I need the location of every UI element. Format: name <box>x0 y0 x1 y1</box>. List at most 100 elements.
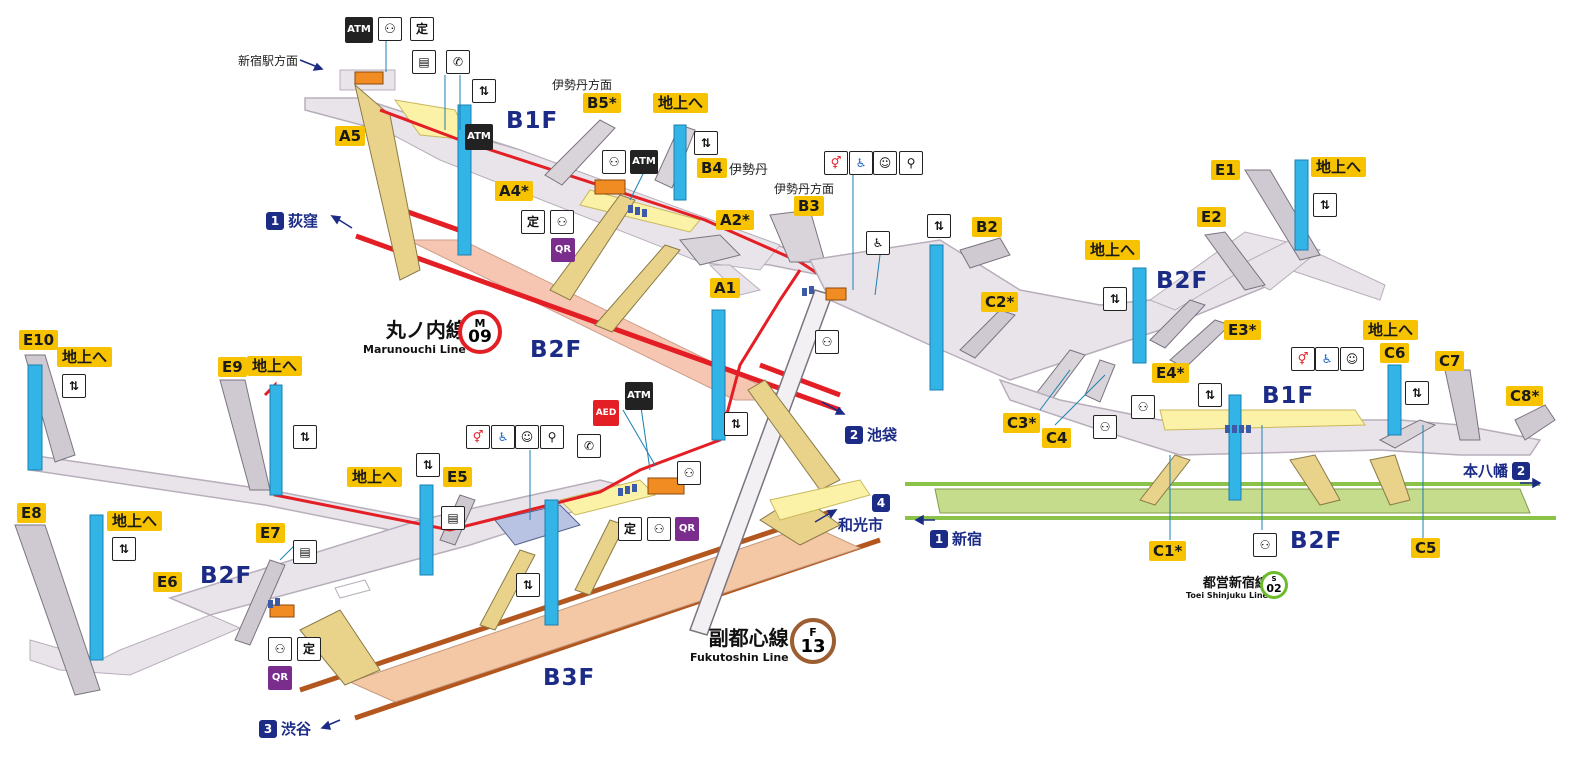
ticket-office-icon: ⚇ <box>647 517 671 541</box>
restroom-icon: ⚥ <box>466 425 490 449</box>
elevator-icon: ⇅ <box>1103 287 1127 311</box>
elevator-icon: ⇅ <box>1405 381 1429 405</box>
restroom-icon: ⚥ <box>824 151 848 175</box>
fukutoshin-en: Fukutoshin Line <box>690 651 789 664</box>
exit-c3: C3* <box>1003 413 1041 433</box>
to-ground-e3: 地上へ <box>1085 240 1141 260</box>
dir-ikebukuro-label: 池袋 <box>867 426 898 444</box>
qr-icon: QR <box>268 666 292 690</box>
gate-area-b1f-right <box>1159 409 1366 431</box>
ticket-office-icon: ⚇ <box>815 330 839 354</box>
exit-e9: E9 <box>218 357 247 377</box>
elevator-e8 <box>89 514 104 661</box>
qr-icon: QR <box>675 517 699 541</box>
exit-e6: E6 <box>153 572 182 592</box>
exit-c6: C6 <box>1380 343 1410 363</box>
stairs-platform-b3f <box>769 479 871 521</box>
stairs-b3f-a <box>479 549 536 631</box>
stairs-c8 <box>1514 404 1556 441</box>
ticket-office-icon: ⚇ <box>677 461 701 485</box>
floor-b2f-right-top: B2F <box>1156 268 1209 294</box>
marunouchi-en: Marunouchi Line <box>363 343 466 356</box>
ticket-machine-a5 <box>354 71 384 85</box>
dir-wakoshi: 4 和光市 <box>838 494 890 535</box>
atm-icon: ATM <box>345 17 373 43</box>
label-isetan-dir-1: 伊勢丹方面 <box>552 78 613 92</box>
gate-area-b2f-left <box>559 479 656 516</box>
marunouchi-badge: M 09 <box>458 310 502 354</box>
exit-c8: C8* <box>1506 386 1544 406</box>
ticket-machine-b2f-left <box>647 477 685 495</box>
dir-shibuya-label: 渋谷 <box>281 720 312 738</box>
elevator-icon: ⇅ <box>927 214 951 238</box>
to-ground-c6: 地上へ <box>1363 320 1419 340</box>
elevator-icon: ⇅ <box>1313 193 1337 217</box>
shinjuku-line-jp: 都営新宿線 <box>1202 576 1268 591</box>
stairs-a5 <box>354 83 421 281</box>
to-ground-e10: 地上へ <box>57 347 113 367</box>
marunouchi-number: 09 <box>468 327 492 347</box>
commuter-pass-icon: 定 <box>618 517 642 541</box>
to-ground-b1f: 地上へ <box>653 93 709 113</box>
phone-icon: ✆ <box>577 434 601 458</box>
fukutoshin-jp: 副都心線 <box>708 626 789 650</box>
direction-arrows <box>299 59 1542 730</box>
elevator-icon: ⇅ <box>516 573 540 597</box>
exit-e8: E8 <box>17 503 46 523</box>
escalator-c4 <box>1084 359 1116 403</box>
stairs-b2f-b <box>594 244 681 333</box>
fukutoshin-title: 副都心線 Fukutoshin Line <box>690 622 789 664</box>
baby-changing-icon: ☺ <box>1340 347 1364 371</box>
locker-icon: ▤ <box>412 50 436 74</box>
locker-icon: ▤ <box>293 540 317 564</box>
stairs-b3f-c <box>299 609 381 686</box>
dir-ogikubo-label: 荻窪 <box>288 212 319 230</box>
exit-b2: B2 <box>972 217 1002 237</box>
dir-wakoshi-num: 4 <box>872 494 890 512</box>
floor-b1f-right: B1F <box>1262 383 1315 409</box>
phone-icon: ✆ <box>446 50 470 74</box>
ticket-machine-b1f <box>594 179 626 195</box>
fukutoshin-letter: F <box>809 625 817 639</box>
exit-e1: E1 <box>1211 160 1240 180</box>
ticket-office-icon: ⚇ <box>602 150 626 174</box>
elevator-icon: ⇅ <box>62 374 86 398</box>
exit-e4: E4* <box>1152 363 1189 383</box>
elevator-e3 <box>1132 267 1147 364</box>
exit-e5: E5 <box>443 467 472 487</box>
stairs-c1 <box>1139 454 1191 506</box>
dir-wakoshi-label: 和光市 <box>838 516 884 534</box>
exit-a1: A1 <box>710 278 741 298</box>
exit-b5: B5* <box>583 93 621 113</box>
elevator-c6 <box>1387 364 1402 436</box>
exit-c4: C4 <box>1042 428 1072 448</box>
dir-motoyawata-label: 本八幡 <box>1463 462 1509 480</box>
elevator-icon: ⇅ <box>694 131 718 155</box>
ticket-office-icon: ⚇ <box>550 210 574 234</box>
route-b1f <box>379 108 821 277</box>
ticket-office-icon: ⚇ <box>1253 533 1277 557</box>
ticket-office-icon: ⚇ <box>378 17 402 41</box>
accessible-restroom-icon: ♿ <box>1315 347 1339 371</box>
label-isetan: 伊勢丹 <box>729 163 769 178</box>
ticket-area <box>494 504 581 546</box>
elevator-platform-right <box>1228 394 1242 501</box>
elevator-icon: ⇅ <box>724 412 748 436</box>
exit-e3: E3* <box>1224 320 1261 340</box>
marunouchi-title: 丸ノ内線 Marunouchi Line <box>363 314 466 356</box>
to-ground-e9: 地上へ <box>247 356 303 376</box>
accessible-restroom-icon: ♿ <box>849 151 873 175</box>
stairs-b2f-a <box>549 194 636 301</box>
exit-c1: C1* <box>1149 541 1187 561</box>
atm-icon: ATM <box>630 150 658 174</box>
elevator-b3f <box>544 499 559 626</box>
elevator-e10 <box>27 364 43 471</box>
floor-b2f-left: B2F <box>200 563 253 589</box>
atm-icon: ATM <box>465 124 493 150</box>
